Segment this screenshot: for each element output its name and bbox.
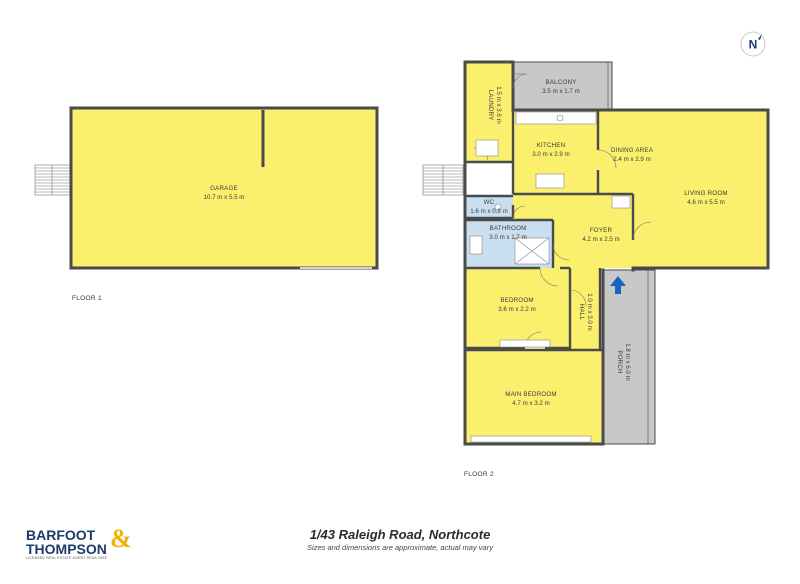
porch-name: PORCH xyxy=(616,350,623,373)
balcony-dim: 3.5 m x 1.7 m xyxy=(542,88,579,95)
interior-walls xyxy=(465,110,635,352)
floor-2-label: FLOOR 2 xyxy=(464,471,494,478)
compass-icon: N xyxy=(740,31,766,57)
room-garage xyxy=(69,106,379,270)
room-wc xyxy=(465,196,513,218)
stairs-floor-1 xyxy=(34,164,71,196)
brand-line-2: THOMPSON xyxy=(26,541,107,557)
room-main-bedroom xyxy=(465,350,603,444)
porch-dim: 1.8 m x 6.0 m xyxy=(624,343,631,380)
exterior-walls xyxy=(463,60,770,446)
floor-1: GARAGE 10.7 m x 5.5 m FLOOR 1 xyxy=(34,106,379,302)
room-porch xyxy=(602,269,656,445)
hall-name: HALL xyxy=(578,304,585,321)
wc-dim: 1.6 m x 0.8 m xyxy=(470,208,507,215)
foyer-name: FOYER xyxy=(590,227,613,234)
balcony-name: BALCONY xyxy=(546,79,577,86)
brand-logo: BARFOOT THOMPSON LICENSED REAL ESTATE AG… xyxy=(26,526,132,561)
address-title: 1/43 Raleigh Road, Northcote xyxy=(309,527,491,542)
garage-name: GARAGE xyxy=(210,185,238,192)
wc-name: WC xyxy=(484,199,495,206)
entry-arrow-icon xyxy=(610,276,626,294)
hall-dim: 1.0 m x 3.0 m xyxy=(586,293,593,330)
room-bedroom xyxy=(465,268,570,348)
dining-dim: 2.4 m x 2.9 m xyxy=(613,156,650,163)
main-bedroom-name: MAIN BEDROOM xyxy=(505,391,557,398)
address-subtitle: Sizes and dimensions are approximate, ac… xyxy=(307,543,493,552)
living-name: LIVING ROOM xyxy=(684,190,727,197)
address-block: 1/43 Raleigh Road, Northcote Sizes and d… xyxy=(250,527,550,552)
bedroom-name: BEDROOM xyxy=(500,297,533,304)
bathroom-dim: 3.0 m x 1.7 m xyxy=(489,234,526,241)
floor-1-label: FLOOR 1 xyxy=(72,295,102,302)
fixtures xyxy=(469,111,631,443)
main-bedroom-dim: 4.7 m x 3.2 m xyxy=(512,400,549,407)
laundry-dim: 1.5 m x 3.6 m xyxy=(495,86,502,123)
dining-name: DINING AREA xyxy=(611,147,654,154)
kitchen-name: KITCHEN xyxy=(537,142,566,149)
living-dim: 4.6 m x 5.5 m xyxy=(687,199,724,206)
floor-2: LAUNDRY 1.5 m x 3.6 m BALCONY 3.5 m x 1.… xyxy=(422,60,770,478)
room-balcony xyxy=(513,61,613,111)
bathroom-name: BATHROOM xyxy=(490,225,527,232)
bedroom-dim: 3.6 m x 2.2 m xyxy=(498,306,535,313)
room-hall xyxy=(570,268,600,350)
foyer-dim: 4.2 m x 2.5 m xyxy=(582,236,619,243)
garage-dim: 10.7 m x 5.5 m xyxy=(204,194,245,201)
brand-line-1: BARFOOT xyxy=(26,527,96,543)
stairs-floor-2 xyxy=(422,164,464,196)
laundry-name: LAUNDRY xyxy=(487,90,494,121)
brand-ampersand: & xyxy=(110,524,132,553)
brand-tagline: LICENSED REAL ESTATE AGENT REAA 2008 xyxy=(26,556,107,560)
compass-letter: N xyxy=(749,38,758,52)
kitchen-dim: 3.0 m x 2.9 m xyxy=(532,151,569,158)
